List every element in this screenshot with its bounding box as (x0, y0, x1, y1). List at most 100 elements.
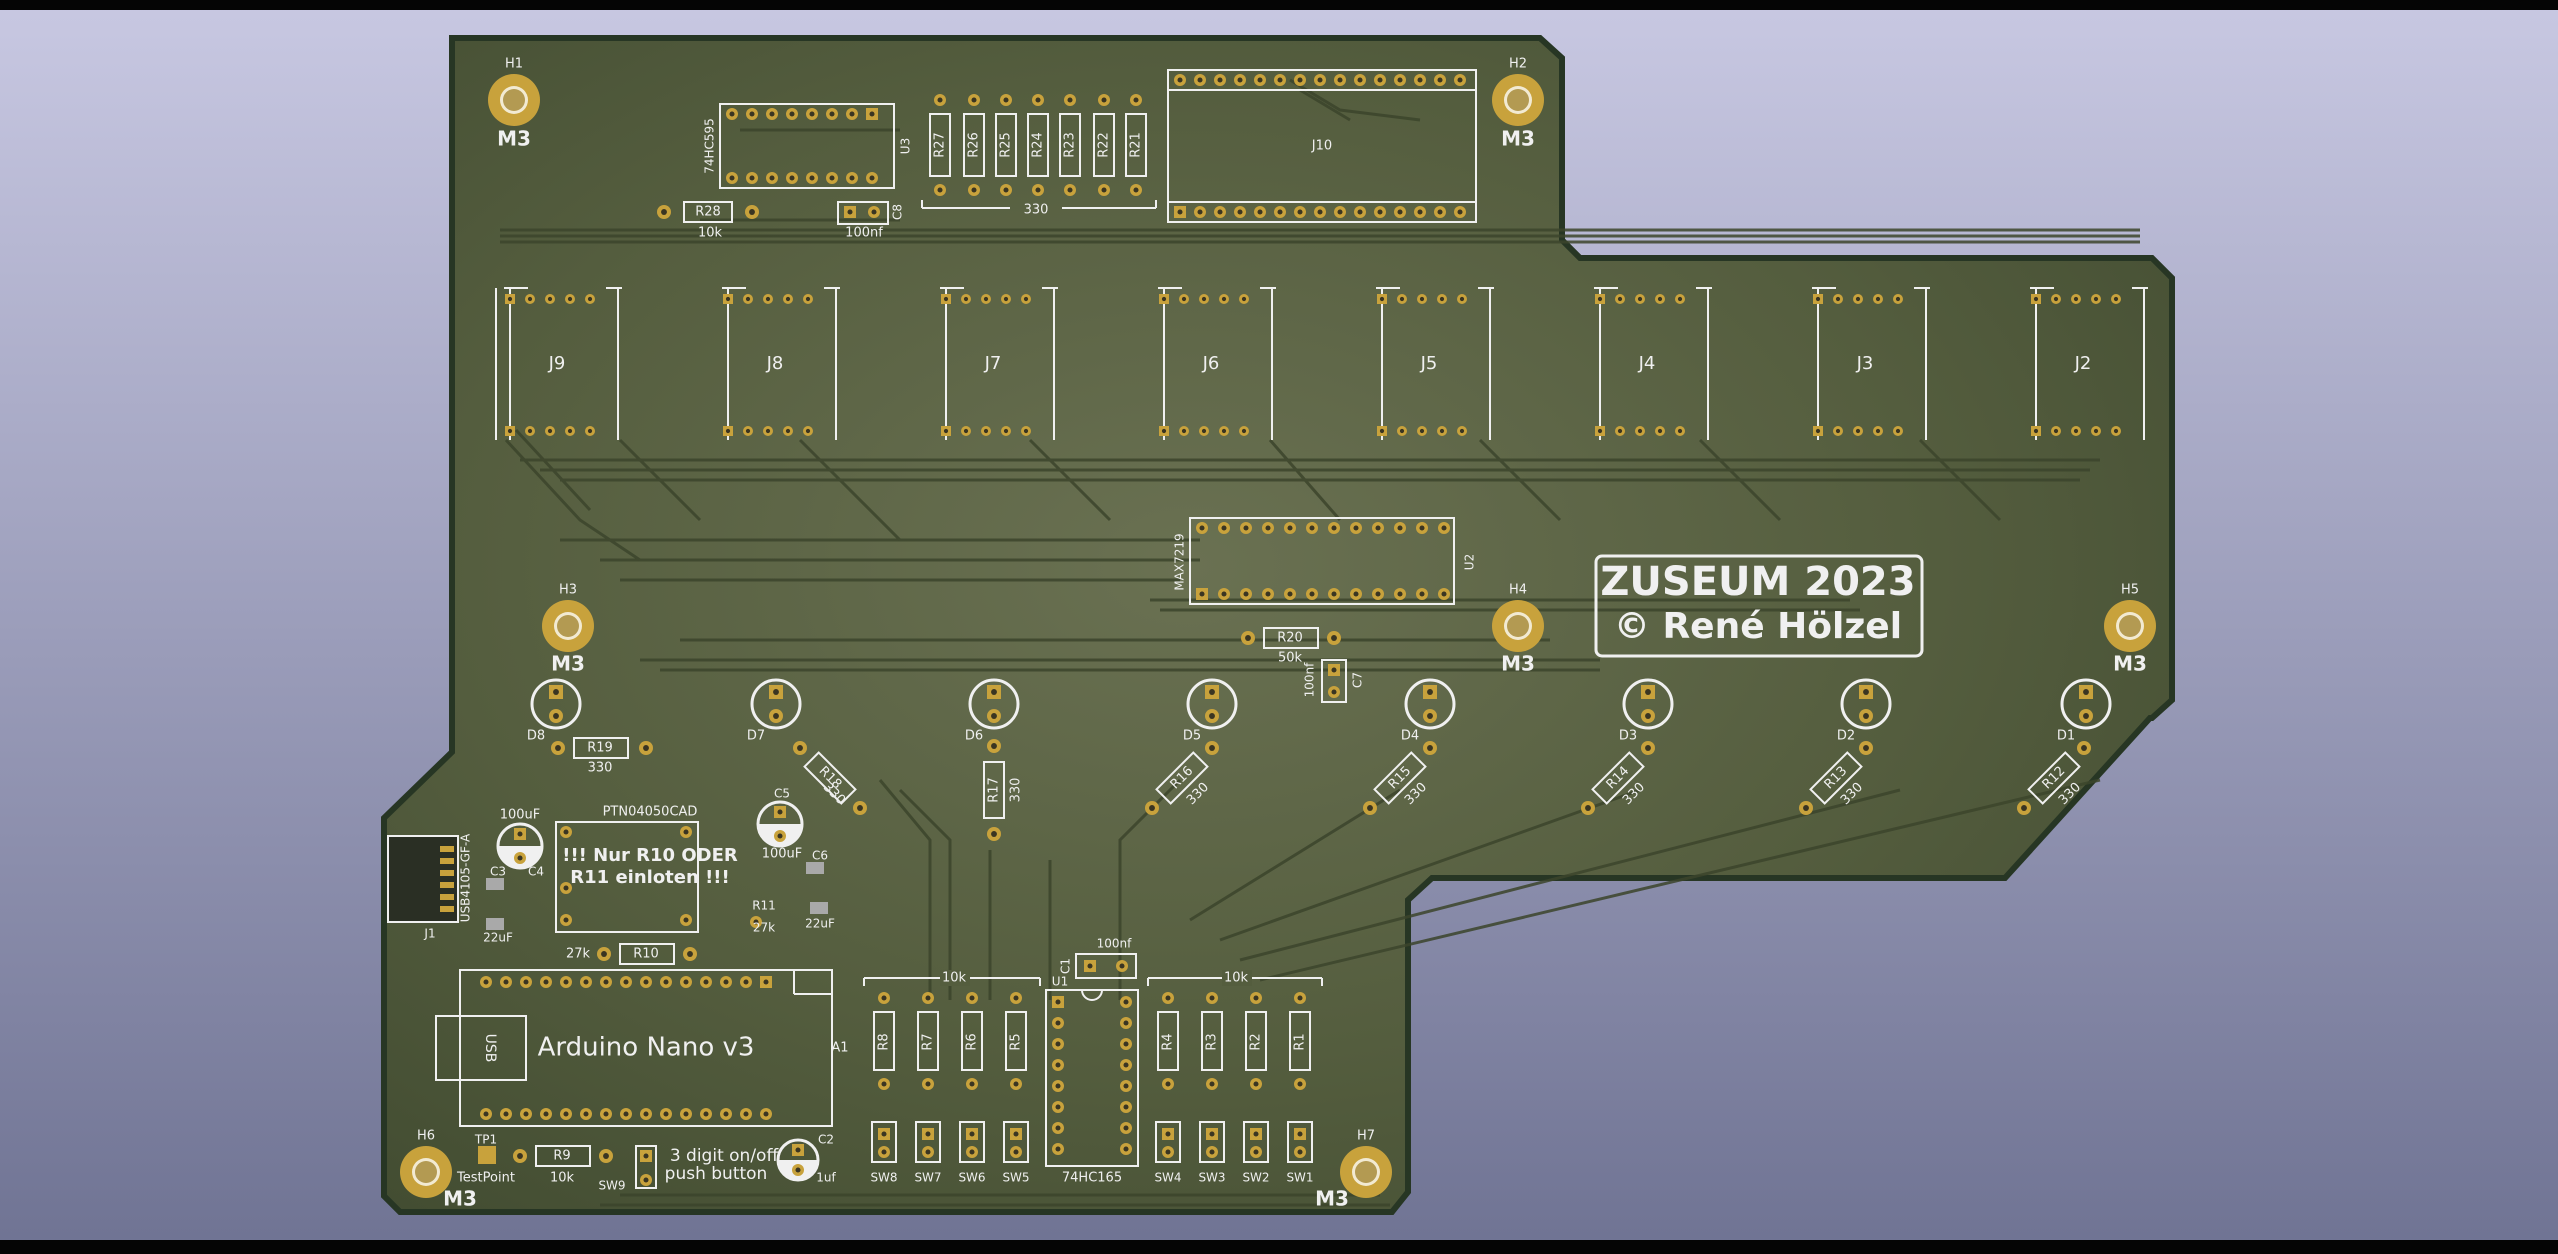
input-resistor-body (873, 1011, 895, 1071)
pad-hole (1245, 635, 1251, 641)
diag-resistor-body (1591, 751, 1645, 805)
j1-pin (440, 846, 454, 852)
led-outline (1622, 678, 1674, 730)
pad-hole (1331, 525, 1337, 531)
pad-hole (1035, 187, 1041, 193)
pad-hole (507, 428, 513, 434)
pad-hole (765, 296, 771, 302)
pad-hole (723, 1111, 729, 1117)
mounting-hole-drill-inner (503, 89, 525, 111)
tp1-ref: TP1 (474, 1133, 497, 1147)
pad-hole (1241, 296, 1247, 302)
pad-hole (1835, 428, 1841, 434)
pad-hole (881, 995, 887, 1001)
pad-hole (829, 175, 835, 181)
pad-hole (1181, 428, 1187, 434)
r11-value: 27k (753, 921, 775, 935)
sw9-outline (635, 1145, 657, 1189)
pad-hole (1023, 428, 1029, 434)
u2-part: MAX7219 (1173, 533, 1187, 590)
hole-ref-label: H3 (559, 583, 577, 598)
pad-hole (517, 1153, 523, 1159)
pad-hole (763, 979, 769, 985)
pad-hole (563, 917, 569, 923)
pad-hole (849, 111, 855, 117)
switch-outline (1003, 1121, 1029, 1163)
switch-ref: SW2 (1242, 1171, 1269, 1185)
pad-hole (1297, 77, 1303, 83)
pad-hole (1437, 77, 1443, 83)
pad-hole (1055, 1125, 1061, 1131)
pad-hole (1287, 591, 1293, 597)
bank-resistor-body (963, 113, 985, 177)
pad-hole (1253, 995, 1259, 1001)
pad-hole (763, 1111, 769, 1117)
pad-hole (1209, 689, 1215, 695)
pad-hole (1297, 995, 1303, 1001)
a1-ref: A1 (831, 1041, 848, 1056)
pad-hole (1353, 591, 1359, 597)
bank-resistor-body (1027, 113, 1049, 177)
u3-part: 74HC595 (703, 118, 717, 174)
hole-ref-label: H5 (2121, 583, 2139, 598)
pad-hole (745, 296, 751, 302)
pad-hole (1123, 1146, 1129, 1152)
u1-ref: U1 (1052, 975, 1068, 989)
pad-hole (2053, 296, 2059, 302)
pad-hole (745, 428, 751, 434)
pad-hole (1241, 428, 1247, 434)
pad-hole (603, 1111, 609, 1117)
connector-ref-label: J3 (1856, 353, 1874, 374)
pad-hole (1297, 1081, 1303, 1087)
bank-resistor-body (1125, 113, 1147, 177)
pad-hole (971, 97, 977, 103)
mounting-hole-drill-inner (1507, 89, 1529, 111)
u1-notch (1081, 989, 1103, 1001)
pad-hole (1161, 428, 1167, 434)
pad-hole (553, 689, 559, 695)
copper-track (1478, 438, 1562, 522)
pad-hole (963, 296, 969, 302)
mounting-hole-drill-inner (1355, 1161, 1377, 1183)
c1-outline (1075, 953, 1137, 979)
pad-hole (1221, 296, 1227, 302)
pad-hole (1221, 428, 1227, 434)
pad-hole (547, 428, 553, 434)
pad-hole (1013, 1149, 1019, 1155)
pad-hole (1297, 1149, 1303, 1155)
copper-track (1219, 788, 1641, 942)
connector-ref-label: J7 (984, 353, 1002, 374)
switch-outline (1155, 1121, 1181, 1163)
switch-ref: SW3 (1198, 1171, 1225, 1185)
pad-hole (795, 1147, 801, 1153)
pad-hole (2083, 713, 2089, 719)
pad-hole (1055, 1020, 1061, 1026)
pad-hole (1055, 999, 1061, 1005)
r10-value: 27k (566, 947, 591, 962)
pad-hole (1419, 428, 1425, 434)
pad-hole (773, 689, 779, 695)
copper-track (504, 438, 641, 562)
pad-hole (749, 175, 755, 181)
connector-ref-label: J8 (766, 353, 784, 374)
pad-hole (1317, 77, 1323, 83)
c3-ref: C3 (490, 865, 506, 879)
c3-smd-2 (486, 918, 504, 930)
pad-hole (1165, 1149, 1171, 1155)
pad-hole (749, 209, 755, 215)
pad-hole (643, 745, 649, 751)
pad-hole (1123, 1104, 1129, 1110)
pad-hole (1035, 97, 1041, 103)
pad-hole (1597, 296, 1603, 302)
c3-value: 22uF (483, 931, 513, 945)
pad-hole (857, 805, 863, 811)
pad-hole (1257, 77, 1263, 83)
pad-hole (517, 855, 523, 861)
pad-hole (483, 1111, 489, 1117)
pad-hole (2083, 689, 2089, 695)
arduino-nano-outline (459, 969, 833, 1127)
pad-hole (769, 175, 775, 181)
switch-ref: SW5 (1002, 1171, 1029, 1185)
pad-hole (1459, 296, 1465, 302)
input-resistor-ref: R6 (965, 1033, 980, 1050)
